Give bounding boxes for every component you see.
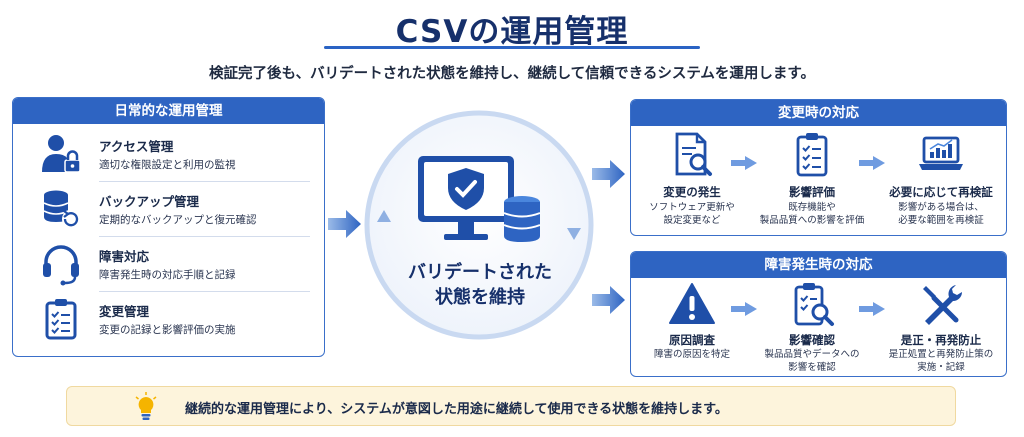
arrow-right-icon	[859, 156, 885, 170]
daily-item-backup: バックアップ管理 定期的なバックアップと復元確認	[13, 183, 324, 237]
step-desc-2: 製品品質への影響を評価	[759, 215, 865, 226]
change-step-impact-assessment: 影響評価 既存機能や 製品品質への影響を評価	[753, 128, 871, 233]
warning-icon	[669, 283, 715, 324]
footer-banner: 継続的な運用管理により、システムが意図した用途に継続して使用できる状態を維持しま…	[66, 386, 956, 426]
daily-item-title: バックアップ管理	[99, 194, 200, 209]
step-title: 影響評価	[789, 185, 835, 199]
daily-item-desc: 適切な権限設定と利用の監視	[99, 159, 236, 171]
user-lock-icon	[42, 135, 81, 173]
incident-step-investigation: 原因調査 障害の原因を特定	[633, 280, 751, 376]
step-title: 原因調査	[669, 333, 715, 347]
daily-item-title: 障害対応	[99, 249, 150, 264]
change-response-panel: 変更時の対応 変更の発生 ソフトウェア更新や 設定変更など 影響評価 既存機能	[630, 99, 1007, 236]
divider	[99, 181, 310, 182]
title-underline	[324, 46, 700, 49]
incident-response-heading: 障害発生時の対応	[631, 252, 1006, 278]
laptop-chart-icon	[919, 136, 963, 170]
arrow-right-icon	[731, 156, 757, 170]
step-desc-2: 影響を確認	[788, 362, 836, 373]
footer-text: 継続的な運用管理により、システムが意図した用途に継続して使用できる状態を維持しま…	[185, 402, 728, 417]
change-step-revalidation: 必要に応じて再検証 影響がある場合は、 必要な範囲を再検証	[879, 128, 1003, 233]
step-desc-2: 実施・記録	[917, 362, 965, 373]
change-response-heading: 変更時の対応	[631, 100, 1006, 126]
incident-step-impact-check: 影響確認 製品品質やデータへの 影響を確認	[753, 280, 871, 376]
step-title: 変更の発生	[663, 185, 721, 199]
step-title: 是正・再発防止	[900, 333, 982, 347]
daily-operations-heading: 日常的な運用管理	[13, 98, 324, 124]
incident-step-corrective-action: 是正・再発防止 是正処置と再発防止策の 実施・記録	[879, 280, 1003, 376]
lightbulb-icon	[135, 392, 157, 420]
daily-item-access: アクセス管理 適切な権限設定と利用の監視	[13, 128, 324, 182]
page-subtitle: 検証完了後も、バリデートされた状態を維持し、継続して信頼できるシステムを運用しま…	[209, 66, 815, 82]
step-desc-1: 製品品質やデータへの	[764, 349, 860, 360]
page-title: CSVの運用管理	[395, 14, 629, 50]
clipboard-search-icon	[794, 283, 834, 326]
change-step-occurrence: 変更の発生 ソフトウェア更新や 設定変更など	[633, 128, 751, 233]
clipboard-check-icon	[796, 133, 828, 177]
headset-icon	[43, 245, 79, 286]
checklist-icon	[45, 299, 77, 340]
daily-operations-panel: 日常的な運用管理 アクセス管理 適切な権限設定と利用の監視 バックアップ管理 定…	[12, 97, 325, 357]
database-restore-icon	[43, 190, 80, 228]
step-desc-2: 設定変更など	[663, 215, 721, 226]
daily-item-incident: 障害対応 障害発生時の対応手順と記録	[13, 238, 324, 292]
step-desc-1: 是正処置と再発防止策の	[888, 349, 994, 360]
step-desc-1: 障害の原因を特定	[653, 349, 730, 360]
daily-item-desc: 障害発生時の対応手順と記録	[99, 269, 236, 281]
arrow-right-icon	[328, 210, 361, 238]
step-desc-1: ソフトウェア更新や	[649, 202, 735, 213]
daily-item-title: 変更管理	[99, 304, 150, 319]
monitor-shield-database-icon	[418, 156, 541, 242]
center-text-line1: バリデートされた	[408, 262, 552, 283]
daily-item-title: アクセス管理	[99, 139, 174, 154]
incident-response-panel: 障害発生時の対応 原因調査 障害の原因を特定 影響確認 製品品質やデータへの 影…	[630, 251, 1007, 377]
tools-icon	[923, 285, 962, 325]
arrow-right-icon	[592, 160, 625, 188]
step-title: 影響確認	[789, 333, 835, 347]
daily-item-desc: 定期的なバックアップと復元確認	[99, 214, 257, 226]
daily-item-desc: 変更の記録と影響評価の実施	[99, 324, 236, 336]
arrow-right-icon	[592, 286, 625, 314]
center-text-line2: 状態を維持	[435, 287, 525, 308]
arrow-right-icon	[859, 302, 885, 316]
divider	[99, 291, 310, 292]
step-desc-2: 必要な範囲を再検証	[898, 215, 984, 226]
divider	[99, 236, 310, 237]
arrow-right-icon	[731, 302, 757, 316]
step-desc-1: 影響がある場合は、	[898, 202, 984, 213]
daily-item-change: 変更管理 変更の記録と影響評価の実施	[13, 293, 324, 347]
step-title: 必要に応じて再検証	[889, 185, 993, 199]
step-desc-1: 既存機能や	[788, 202, 836, 213]
document-search-icon	[675, 132, 712, 176]
